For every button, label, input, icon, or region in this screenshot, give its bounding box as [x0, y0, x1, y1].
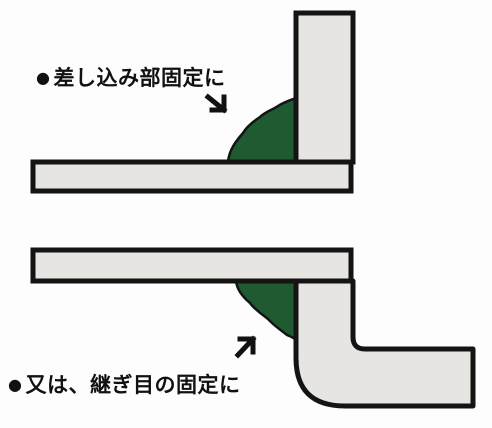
bottom-label: ●又は、継ぎ目の固定に	[8, 369, 240, 399]
top-horizontal-plate	[30, 159, 354, 194]
bottom-weld-bead	[234, 279, 298, 344]
bottom-pointer-arrow	[234, 335, 257, 359]
top-label-text: 差し込み部固定に	[53, 66, 226, 90]
top-vertical-plate	[293, 10, 356, 165]
top-pointer-arrow	[204, 93, 228, 114]
bottom-label-bullet: ●	[8, 375, 23, 394]
bottom-bent-plate	[293, 278, 476, 409]
bottom-label-text: 又は、継ぎ目の固定に	[25, 373, 241, 397]
top-weld-bead	[226, 96, 298, 164]
top-label: ●差し込み部固定に	[36, 62, 225, 92]
bottom-horizontal-plate	[30, 247, 354, 284]
top-label-bullet: ●	[36, 68, 51, 87]
